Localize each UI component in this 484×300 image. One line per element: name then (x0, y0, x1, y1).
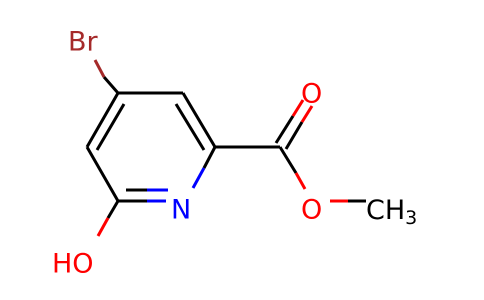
bond-ccarb-o1-a-carbon (274, 115, 295, 144)
bond-c5-c6 (85, 146, 120, 202)
bond-ccarb-o2-carbon (278, 146, 298, 174)
bond-n-c2-carbon (202, 146, 217, 169)
atom-label-ch3-main: CH (366, 195, 405, 226)
bond-ccarb-o2-oxygen (294, 172, 307, 190)
atom-label-o-ester: O (301, 195, 322, 226)
atom-label-ho: HO (52, 249, 94, 280)
bond-c3-c2-inner (174, 103, 206, 151)
atom-label-layer: Br N HO O O CH3 (52, 27, 417, 280)
atom-label-ch3-subscript: 3 (405, 207, 417, 229)
bond-c6-oh-oxygen (96, 217, 110, 237)
bond-c4-c5-outer (85, 92, 120, 148)
bond-c4-c5-inner (95, 103, 126, 151)
atom-label-o-carbonyl: O (301, 79, 322, 110)
bond-c6-oh-carbon (106, 200, 120, 219)
bond-n-c2-nitrogen (191, 167, 206, 189)
atom-label-ch3: CH3 (366, 195, 417, 230)
atom-label-br: Br (68, 27, 99, 58)
bond-ccarb-o1-b-oxygen (300, 105, 314, 123)
bond-ccarb-o1-b-carbon (284, 121, 304, 150)
atom-label-n: N (171, 195, 191, 226)
bond-ccarb-o1-a-oxygen (291, 99, 305, 117)
bond-layer (85, 59, 366, 237)
bond-c4-br-bromine-half (93, 59, 106, 78)
bond-c4-br-carbon-half (102, 76, 120, 94)
bond-c3-c2-outer (181, 92, 217, 148)
